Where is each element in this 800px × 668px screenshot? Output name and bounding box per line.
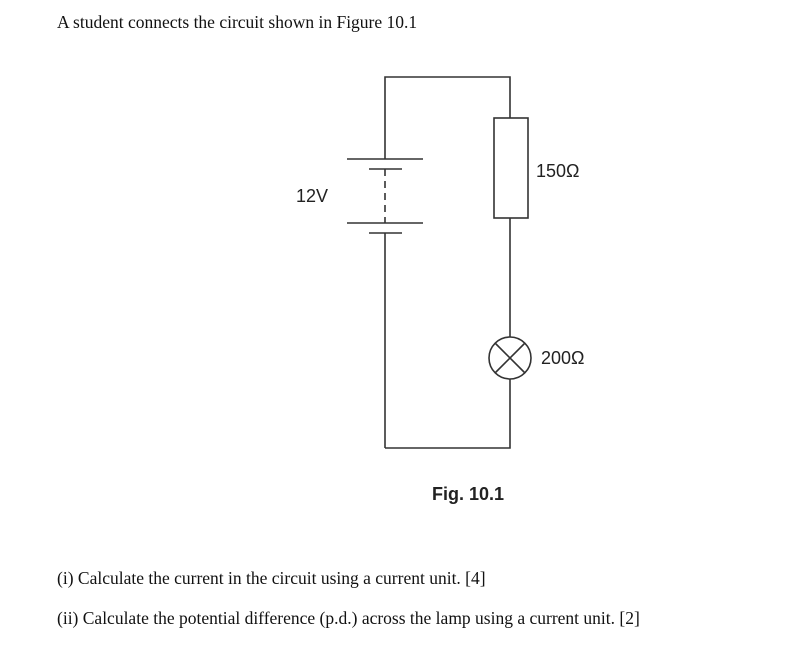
battery-icon	[347, 158, 423, 234]
battery-label: 12V	[296, 186, 328, 206]
resistor-icon	[493, 117, 529, 219]
question-2: (ii) Calculate the potential difference …	[57, 608, 640, 628]
figure-caption: Fig. 10.1	[432, 484, 504, 504]
resistor-label: 150Ω	[536, 161, 580, 181]
lamp-icon	[488, 336, 532, 380]
lamp-label: 200Ω	[541, 348, 585, 368]
intro-text: A student connects the circuit shown in …	[57, 12, 418, 32]
wire-top	[384, 76, 511, 159]
question-1: (i) Calculate the current in the circuit…	[57, 568, 486, 588]
wire-bottom	[385, 379, 511, 449]
